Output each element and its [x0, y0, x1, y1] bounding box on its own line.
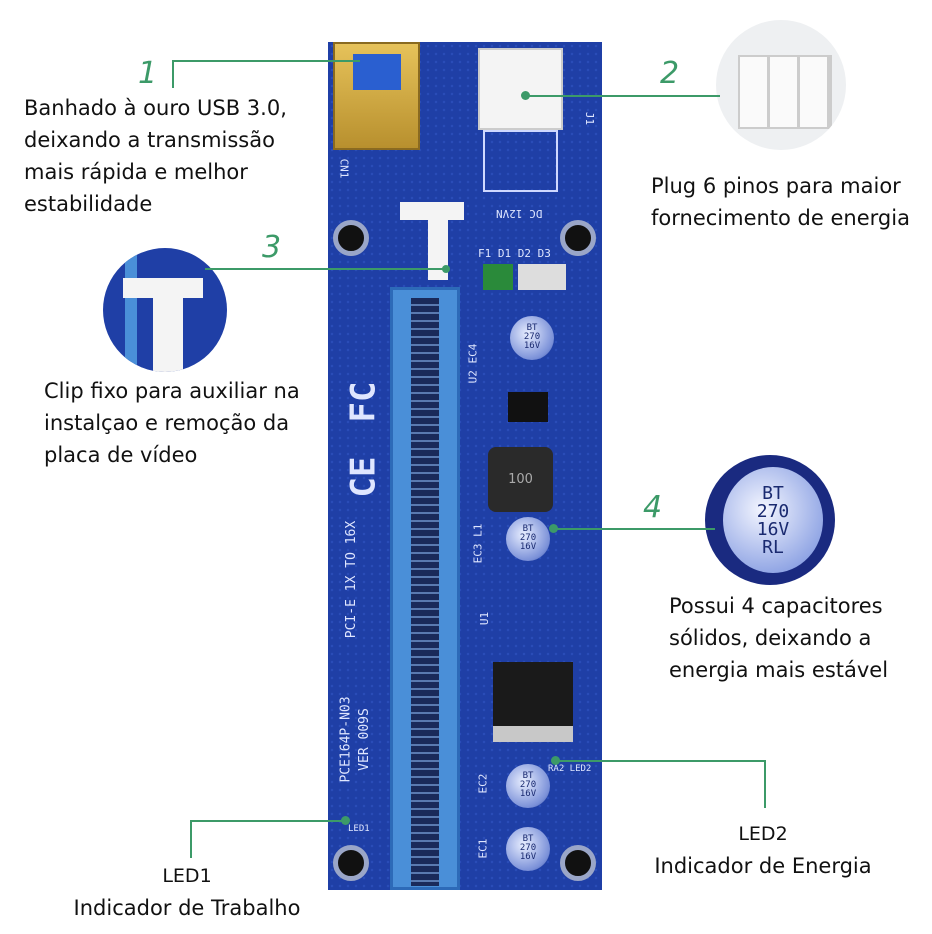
callout-text-line: Possui 4 capacitores [669, 594, 883, 618]
silk-u2-ec4: U2 EC4 [466, 343, 480, 384]
callout-text-line: placa de vídeo [44, 443, 198, 467]
callout-text-line: instalçao e remoção da [44, 411, 290, 435]
callout-number-4: 4 [643, 490, 663, 525]
fuse [483, 264, 513, 290]
silk-part: PCE164P-N03 [338, 696, 354, 783]
usb-port-opening [353, 54, 401, 90]
callout-text-line: estabilidade [24, 192, 153, 216]
six-pin-connector [478, 48, 563, 130]
silk-ver: VER 009S [356, 708, 372, 771]
silk-dc12v: DC 12VN [496, 207, 543, 220]
inductor: 100 [488, 447, 553, 512]
callout-line-1 [172, 60, 174, 88]
silk-led2: RA2 LED2 [548, 764, 592, 774]
silk-fuse-diodes: F1 D1 D2 D3 [478, 247, 551, 260]
callout-line-led1 [190, 820, 345, 822]
retention-clip [400, 202, 464, 220]
callout-line-led1 [190, 820, 192, 858]
silk-j1: J1 [583, 111, 597, 126]
connector-footprint [483, 130, 558, 192]
callout-line-1 [172, 60, 360, 62]
callout-text-2: Plug 6 pinos para maior fornecimento de e… [651, 170, 910, 234]
callout-line-led2 [764, 760, 766, 808]
pcie-x16-slot [390, 287, 460, 890]
callout-text-line: fornecimento de energia [651, 206, 910, 230]
silk-u1: U1 [478, 611, 492, 626]
silk-ce: CE [343, 456, 384, 498]
slot-contacts [411, 298, 439, 886]
led2-title: LED2 [738, 823, 788, 845]
mount-hole [560, 845, 596, 881]
callout-text-line: Banhado à ouro USB 3.0, [24, 96, 287, 120]
callout-text-4: Possui 4 capacitores sólidos, deixando a e… [669, 590, 888, 686]
mount-hole [333, 220, 369, 256]
led1-title: LED1 [162, 865, 212, 887]
silk-cn1: CN1 [337, 158, 351, 179]
callout-text-line: deixando a transmissão [24, 128, 275, 152]
callout-line-2 [525, 95, 720, 97]
callout-line-3 [205, 268, 445, 270]
callout-text-line: Clip fixo para auxiliar na [44, 379, 300, 403]
callout-text-line: energia mais estável [669, 658, 889, 682]
silk-fc: FC [343, 381, 384, 423]
callout-number-3: 3 [262, 230, 282, 265]
silk-ec3: EC3 L1 [471, 523, 485, 564]
silk-model: PCI-E 1X TO 16X [344, 520, 360, 639]
inset-six-pin [716, 20, 846, 150]
callout-dot-3 [442, 265, 450, 273]
silk-led1: LED1 [348, 824, 370, 834]
six-pin-closeup [738, 55, 832, 129]
callout-dot-led1 [341, 816, 350, 825]
voltage-regulator [493, 662, 573, 742]
inset-clip [103, 248, 227, 372]
mount-hole [333, 845, 369, 881]
clip-closeup-stem [153, 298, 183, 372]
callout-dot-4 [549, 524, 558, 533]
callout-number-1: 1 [138, 56, 158, 91]
clip-closeup-head [123, 278, 203, 298]
usb3-port [333, 42, 420, 150]
mount-hole [560, 220, 596, 256]
clip-closeup-slot [125, 248, 137, 372]
callout-text-line: sólidos, deixando a [669, 626, 872, 650]
callout-line-led2 [555, 760, 766, 762]
callout-dot-led2 [551, 756, 560, 765]
callout-text-line: mais rápida e melhor [24, 160, 248, 184]
callout-line-4 [553, 528, 715, 530]
led1-description: Indicador de Trabalho [73, 896, 301, 920]
led2-description: Indicador de Energia [654, 854, 872, 878]
callout-dot-2 [521, 91, 530, 100]
callout-text-line: Plug 6 pinos para maior [651, 174, 901, 198]
silk-ec1: EC1 [476, 838, 490, 859]
silk-ec2: EC2 [476, 773, 490, 794]
callout-number-2: 2 [660, 56, 680, 91]
diodes [518, 264, 566, 290]
callout-text-1: Banhado à ouro USB 3.0, deixando a transm… [24, 92, 287, 220]
ic-chip [508, 392, 548, 422]
callout-text-3: Clip fixo para auxiliar na instalçao e re… [44, 375, 300, 471]
